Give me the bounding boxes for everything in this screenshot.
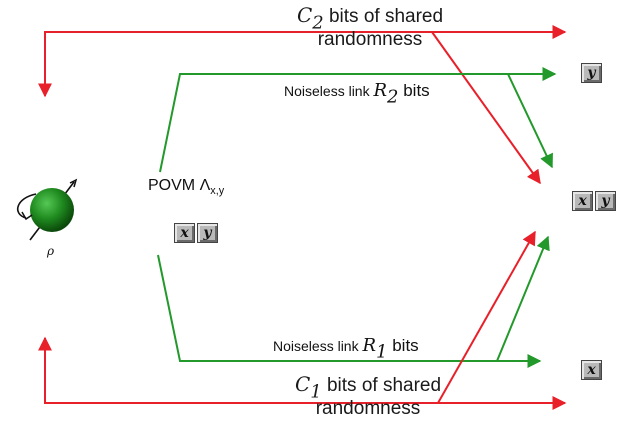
middle-output-boxes: x y: [572, 191, 616, 211]
top-link-arrow: [159, 67, 557, 173]
outcome-x-box: x: [174, 223, 195, 243]
povm-subscript: x,y: [210, 184, 225, 197]
middle-output-y-box: y: [595, 191, 616, 211]
top-randomness-subscript: 2: [312, 12, 324, 34]
bottom-randomness-line1: bits of shared: [321, 375, 442, 396]
bottom-randomness-arrow: [38, 336, 567, 410]
bottom-randomness-branch: [437, 230, 536, 404]
top-randomness-line2: randomness: [317, 29, 423, 50]
bottom-link-symbol: R: [362, 335, 377, 356]
top-randomness-line1: bits of shared: [323, 6, 444, 27]
bottom-link-suffix: bits: [387, 336, 419, 355]
povm-label: POVM Λx,y: [148, 177, 225, 197]
bottom-output-x-box: x: [581, 360, 602, 380]
top-output-boxes: y: [581, 63, 602, 83]
bottom-randomness-line2: randomness: [315, 398, 421, 419]
bottom-link-prefix: Noiseless link: [273, 338, 363, 354]
bottom-link-subscript: 1: [376, 341, 388, 363]
top-randomness-label: C2 bits of shared randomness: [264, 4, 476, 51]
povm-symbol: POVM Λ: [148, 177, 211, 194]
middle-output-x-box: x: [572, 191, 593, 211]
quantum-state-icon: [16, 178, 78, 241]
state-label: ρ: [47, 244, 55, 258]
top-link-label: Noiseless link R2 bits: [284, 80, 430, 106]
outcome-y-box: y: [197, 223, 218, 243]
top-link-symbol: R: [373, 80, 388, 101]
top-output-y-box: y: [581, 63, 602, 83]
top-link-prefix: Noiseless link: [284, 83, 374, 99]
top-link-suffix: bits: [398, 81, 430, 100]
bottom-randomness-subscript: 1: [310, 381, 322, 403]
top-link-branch: [507, 73, 553, 169]
top-randomness-branch: [431, 31, 541, 185]
top-randomness-arrow: [38, 25, 567, 98]
top-link-subscript: 2: [387, 86, 399, 108]
top-randomness-symbol: C: [296, 3, 313, 27]
bottom-output-boxes: x: [581, 360, 602, 380]
bottom-randomness-symbol: C: [294, 372, 311, 396]
povm-outcome-boxes: x y: [174, 223, 218, 243]
bottom-link-label: Noiseless link R1 bits: [273, 335, 419, 361]
bottom-randomness-label: C1 bits of shared randomness: [262, 373, 474, 420]
